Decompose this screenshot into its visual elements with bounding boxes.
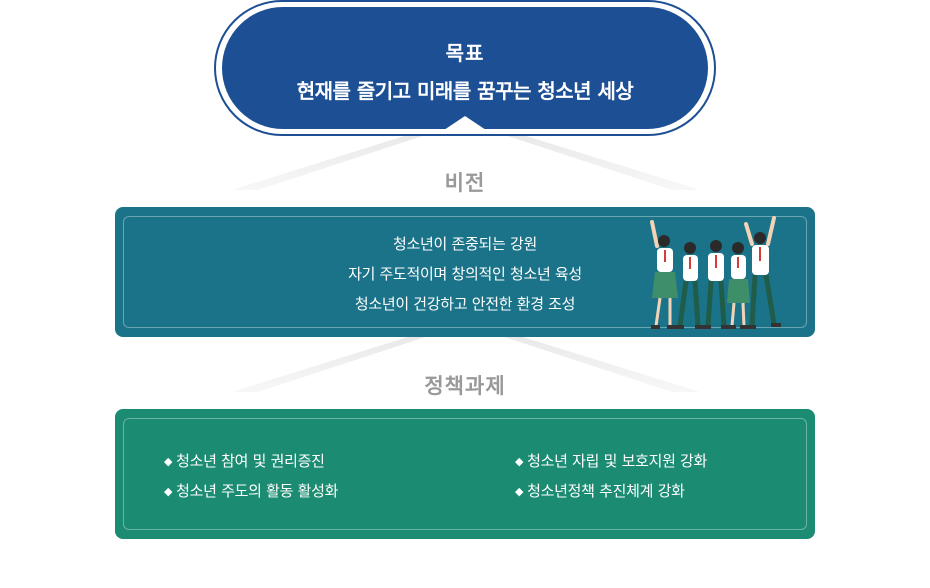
vision-line: 청소년이 존중되는 강원	[0, 233, 930, 254]
diamond-bullet-icon: ◆	[515, 485, 523, 498]
student-figure	[675, 242, 704, 329]
student-figure	[651, 222, 678, 329]
task-item-label: 청소년 주도의 활동 활성화	[176, 482, 338, 500]
student-figure	[746, 218, 781, 329]
goal-text: 현재를 즐기고 미래를 꿈꾸는 청소년 세상	[222, 75, 708, 104]
diamond-bullet-icon: ◆	[164, 455, 172, 468]
task-item: ◆ 청소년정책 추진체계 강화	[515, 480, 685, 501]
goal-title: 목표	[222, 37, 708, 66]
diamond-bullet-icon: ◆	[164, 485, 172, 498]
goal-pill: 목표 현재를 즐기고 미래를 꿈꾸는 청소년 세상	[222, 7, 708, 129]
task-item: ◆ 청소년 참여 및 권리증진	[164, 450, 325, 471]
task-item: ◆ 청소년 주도의 활동 활성화	[164, 480, 338, 501]
goal-pointer	[438, 116, 492, 134]
students-illustration	[640, 208, 790, 334]
vision-label: 비전	[0, 167, 930, 197]
tasks-label: 정책과제	[0, 370, 930, 400]
tasks-box-inner-border	[123, 418, 807, 530]
student-figure	[702, 240, 730, 329]
vision-line: 자기 주도적이며 창의적인 청소년 육성	[0, 263, 930, 284]
task-item-label: 청소년 자립 및 보호지원 강화	[527, 452, 707, 470]
task-item-label: 청소년 참여 및 권리증진	[176, 452, 324, 470]
student-figure	[727, 242, 750, 329]
task-item: ◆ 청소년 자립 및 보호지원 강화	[515, 450, 707, 471]
task-item-label: 청소년정책 추진체계 강화	[527, 482, 684, 500]
diamond-bullet-icon: ◆	[515, 455, 523, 468]
vision-line: 청소년이 건강하고 안전한 환경 조성	[0, 293, 930, 314]
